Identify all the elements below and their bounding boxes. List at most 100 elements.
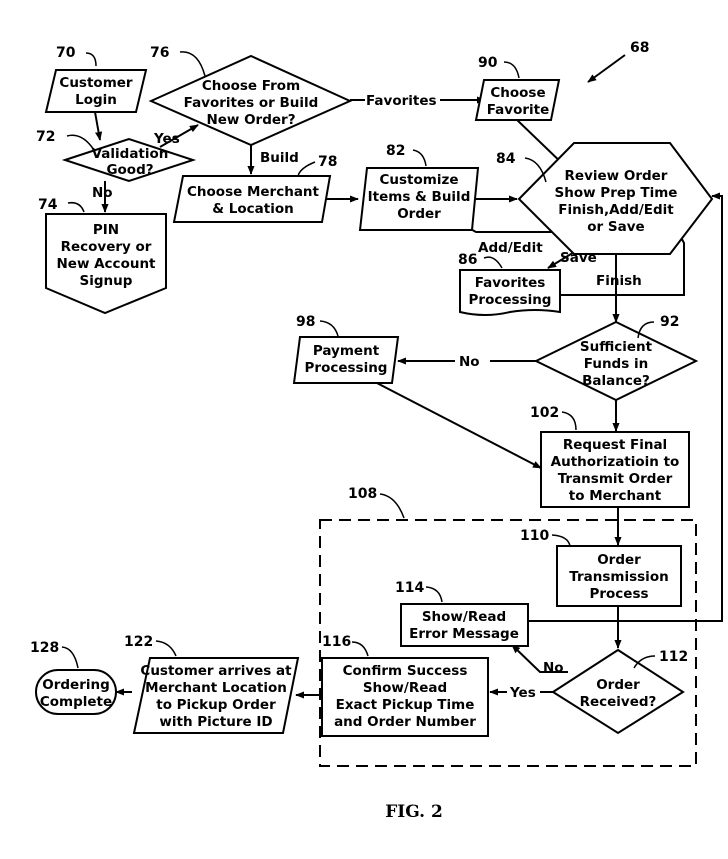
ref-108: 108 bbox=[348, 486, 377, 502]
arrow-received-no bbox=[511, 644, 568, 673]
ordering-complete-shape bbox=[35, 669, 117, 715]
ref-78: 78 bbox=[318, 154, 337, 170]
customize-line-1: Customize bbox=[380, 172, 459, 188]
ref-116: 116 bbox=[322, 634, 351, 650]
sufficient-funds-line-1: Sufficient bbox=[580, 339, 653, 355]
shapes bbox=[35, 54, 714, 737]
order-transmission-shape bbox=[556, 545, 682, 607]
edge-label-save: Save bbox=[560, 250, 597, 266]
edge-label-favorites: Favorites bbox=[366, 93, 437, 109]
edge-label-add-edit: Add/Edit bbox=[478, 240, 543, 256]
customer-arrives-line-3: to Pickup Order bbox=[156, 697, 276, 713]
customer-login-line-2: Login bbox=[75, 92, 117, 108]
customize-line-2: Items & Build bbox=[368, 189, 471, 205]
order-received-diamond bbox=[551, 648, 685, 735]
ref-72: 72 bbox=[36, 129, 55, 145]
customize-line-3: Order bbox=[397, 206, 441, 222]
leader-114 bbox=[425, 586, 443, 603]
leader-72 bbox=[66, 134, 95, 151]
leader-128 bbox=[61, 646, 79, 669]
leader-112 bbox=[633, 655, 656, 669]
review-order-line-3: Finish,Add/Edit bbox=[558, 202, 674, 218]
confirm-success-line-4: and Order Number bbox=[334, 714, 476, 730]
review-order-shape bbox=[517, 142, 714, 255]
ref-112: 112 bbox=[659, 649, 688, 665]
ref-122: 122 bbox=[124, 634, 153, 650]
leader-102 bbox=[561, 411, 577, 431]
leader-116 bbox=[351, 641, 369, 657]
review-order-line-1: Review Order bbox=[565, 168, 668, 184]
choose-merchant-line-1: Choose Merchant bbox=[187, 184, 320, 200]
choose-merchant-line-2: & Location bbox=[212, 201, 293, 217]
leader-90 bbox=[503, 61, 520, 79]
ref-86: 86 bbox=[458, 252, 477, 268]
ref-102: 102 bbox=[530, 405, 559, 421]
arrow-login-to-validation bbox=[94, 111, 103, 141]
figure-pointer-arrow bbox=[587, 54, 626, 83]
order-received-line-1: Order bbox=[596, 677, 640, 693]
ref-110: 110 bbox=[520, 528, 549, 544]
ordering-complete-line-1: Ordering bbox=[42, 677, 110, 693]
ref-114: 114 bbox=[395, 580, 424, 596]
leader-108 bbox=[379, 493, 405, 519]
leader-78 bbox=[297, 161, 316, 177]
sufficient-funds-line-3: Balance? bbox=[582, 373, 650, 389]
request-final-line-1: Request Final bbox=[563, 437, 667, 453]
ref-70: 70 bbox=[56, 45, 76, 61]
leader-92 bbox=[637, 321, 655, 339]
order-transmission-line-3: Process bbox=[589, 586, 648, 602]
pin-recovery-line-2: Recovery or bbox=[61, 239, 152, 255]
leader-122 bbox=[155, 640, 177, 657]
ref-76: 76 bbox=[150, 45, 169, 61]
order-received-line-2: Received? bbox=[580, 694, 657, 710]
pin-recovery-line-4: Signup bbox=[80, 273, 133, 289]
confirm-success-line-1: Confirm Success bbox=[343, 663, 468, 679]
sufficient-funds-diamond bbox=[533, 320, 699, 402]
ref-98: 98 bbox=[296, 314, 315, 330]
error-message-line-2: Error Message bbox=[409, 626, 519, 642]
choose-favorite-line-2: Favorite bbox=[487, 102, 550, 118]
leader-110 bbox=[551, 534, 571, 547]
customer-login-line-1: Customer bbox=[59, 75, 133, 91]
payment-processing-line-1: Payment bbox=[313, 343, 380, 359]
payment-processing-shape bbox=[292, 336, 400, 384]
edge-label-no-validation: No bbox=[92, 185, 113, 201]
node-labels: Customer Login Validation Good? PIN Reco… bbox=[40, 75, 679, 730]
arrow-error-to-review bbox=[528, 192, 723, 622]
choose-from-line-2: Favorites or Build bbox=[184, 95, 319, 111]
leader-98 bbox=[319, 320, 339, 337]
figure-caption: FIG. 2 bbox=[385, 802, 443, 822]
choose-favorite-line-1: Choose bbox=[490, 85, 545, 101]
order-transmission-line-1: Order bbox=[597, 552, 641, 568]
request-final-line-2: Authorizatioin to bbox=[551, 454, 680, 470]
reference-leaders bbox=[61, 51, 656, 669]
pin-recovery-line-3: New Account bbox=[56, 256, 156, 272]
choose-from-diamond bbox=[148, 54, 353, 147]
leader-76 bbox=[179, 51, 206, 77]
ref-128: 128 bbox=[30, 640, 59, 656]
ordering-complete-line-2: Complete bbox=[40, 694, 112, 710]
arrow-payment-to-request bbox=[374, 381, 542, 469]
favorites-processing-line-1: Favorites bbox=[475, 275, 546, 291]
customer-login-shape bbox=[44, 69, 148, 113]
request-final-shape bbox=[540, 431, 690, 508]
review-order-line-2: Show Prep Time bbox=[555, 185, 678, 201]
review-order-line-4: or Save bbox=[587, 219, 644, 235]
choose-from-line-3: New Order? bbox=[206, 112, 295, 128]
edge-label-build: Build bbox=[260, 150, 299, 166]
payment-processing-line-2: Processing bbox=[305, 360, 388, 376]
edge-label-no-funds: No bbox=[459, 354, 480, 370]
sufficient-funds-line-2: Funds in bbox=[584, 356, 648, 372]
ref-92: 92 bbox=[660, 314, 679, 330]
validation-diamond bbox=[61, 137, 197, 183]
customize-shape bbox=[358, 167, 480, 231]
error-message-shape bbox=[400, 603, 529, 647]
leader-70 bbox=[85, 52, 97, 67]
ref-82: 82 bbox=[386, 143, 405, 159]
arrow-validation-yes bbox=[159, 124, 199, 148]
transmission-block-boundary bbox=[319, 519, 697, 767]
customer-arrives-shape bbox=[132, 657, 300, 734]
favorites-processing-line-2: Processing bbox=[469, 292, 552, 308]
customer-arrives-line-2: Merchant Location bbox=[145, 680, 287, 696]
